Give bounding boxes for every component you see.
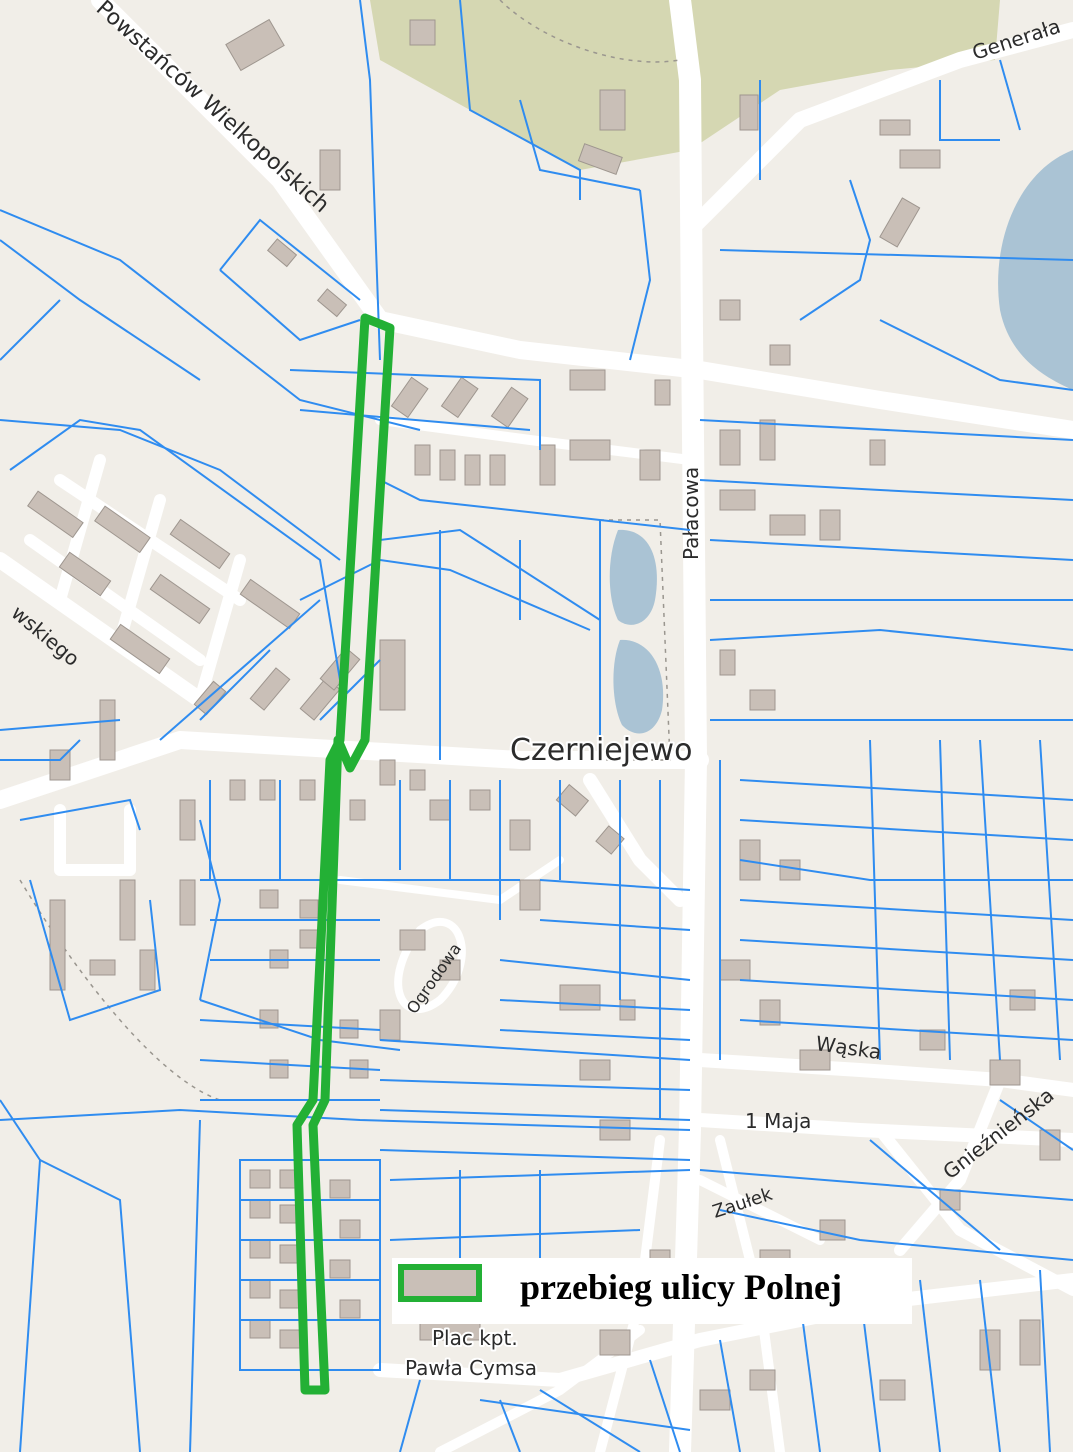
legend: przebieg ulicy Polnej [392, 1258, 912, 1324]
place-label-czerniejewo: Czerniejewo [510, 733, 692, 768]
street-label-1-maja: 1 Maja [745, 1109, 811, 1133]
legend-route-swatch [398, 1264, 482, 1302]
route-ulica-polna [292, 313, 395, 1395]
buildings [27, 18, 1061, 1411]
square-label-line1: Plac kpt. [432, 1326, 518, 1350]
lake-east [998, 150, 1073, 390]
legend-label: przebieg ulicy Polnej [520, 1267, 842, 1307]
pond-north [609, 529, 657, 625]
street-label-palacowa: Pałacowa [679, 467, 703, 560]
pond-south [613, 639, 664, 734]
square-label-line2: Pawła Cymsa [405, 1356, 537, 1380]
